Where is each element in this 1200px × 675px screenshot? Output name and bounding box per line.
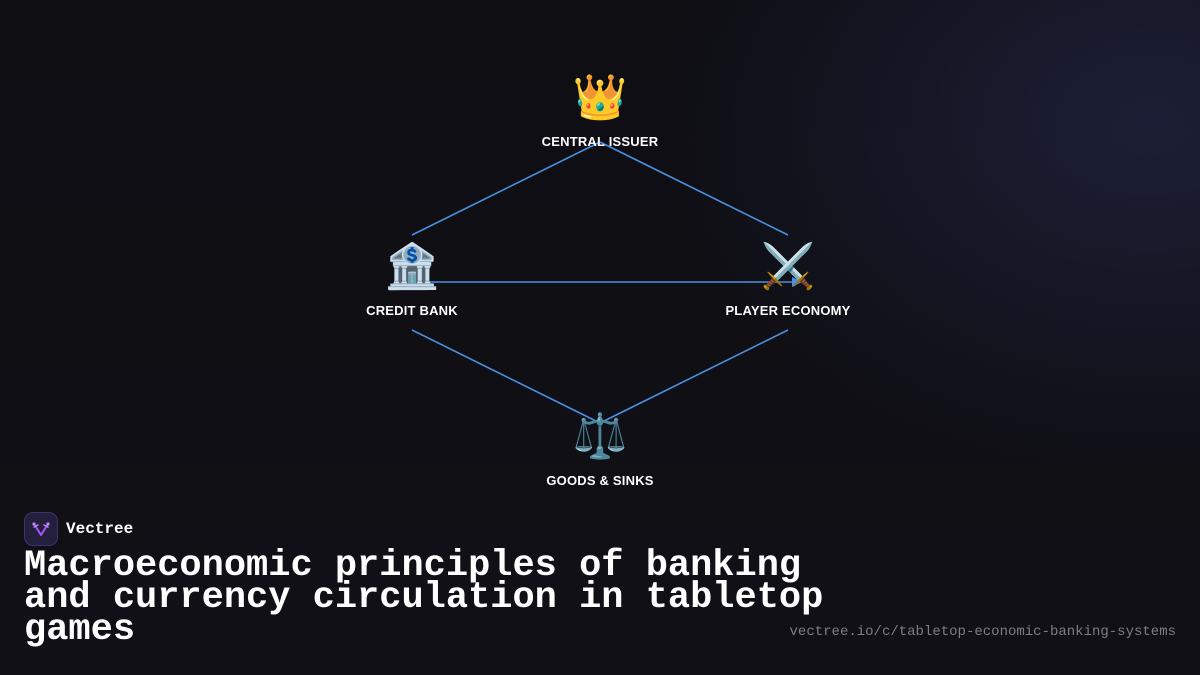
edge-player-to-goods [599,329,789,424]
node-label-credit-bank: CREDIT BANK [366,303,458,318]
edge-bank-to-goods [411,329,601,424]
balance-scale-icon: ⚖️ [572,411,628,462]
source-url: vectree.io/c/tabletop-economic-banking-s… [789,624,1176,640]
diagram-edges [411,141,802,424]
crown-icon: 👑 [572,72,628,123]
crossed-swords-icon: ⚔️ [760,241,816,292]
bank-icon: 🏦 [384,241,440,292]
brand: Vectree [24,512,133,546]
vectree-logo-icon [24,512,58,546]
page-title: Macroeconomic principles of banking and … [24,545,824,651]
node-label-player-economy: PLAYER ECONOMY [725,303,851,318]
edge-central-to-bank [411,141,601,236]
edge-central-to-player [599,141,789,236]
node-label-goods-sinks: GOODS & SINKS [546,473,654,488]
node-label-central-issuer: CENTRAL ISSUER [541,134,659,149]
brand-name: Vectree [66,520,134,538]
